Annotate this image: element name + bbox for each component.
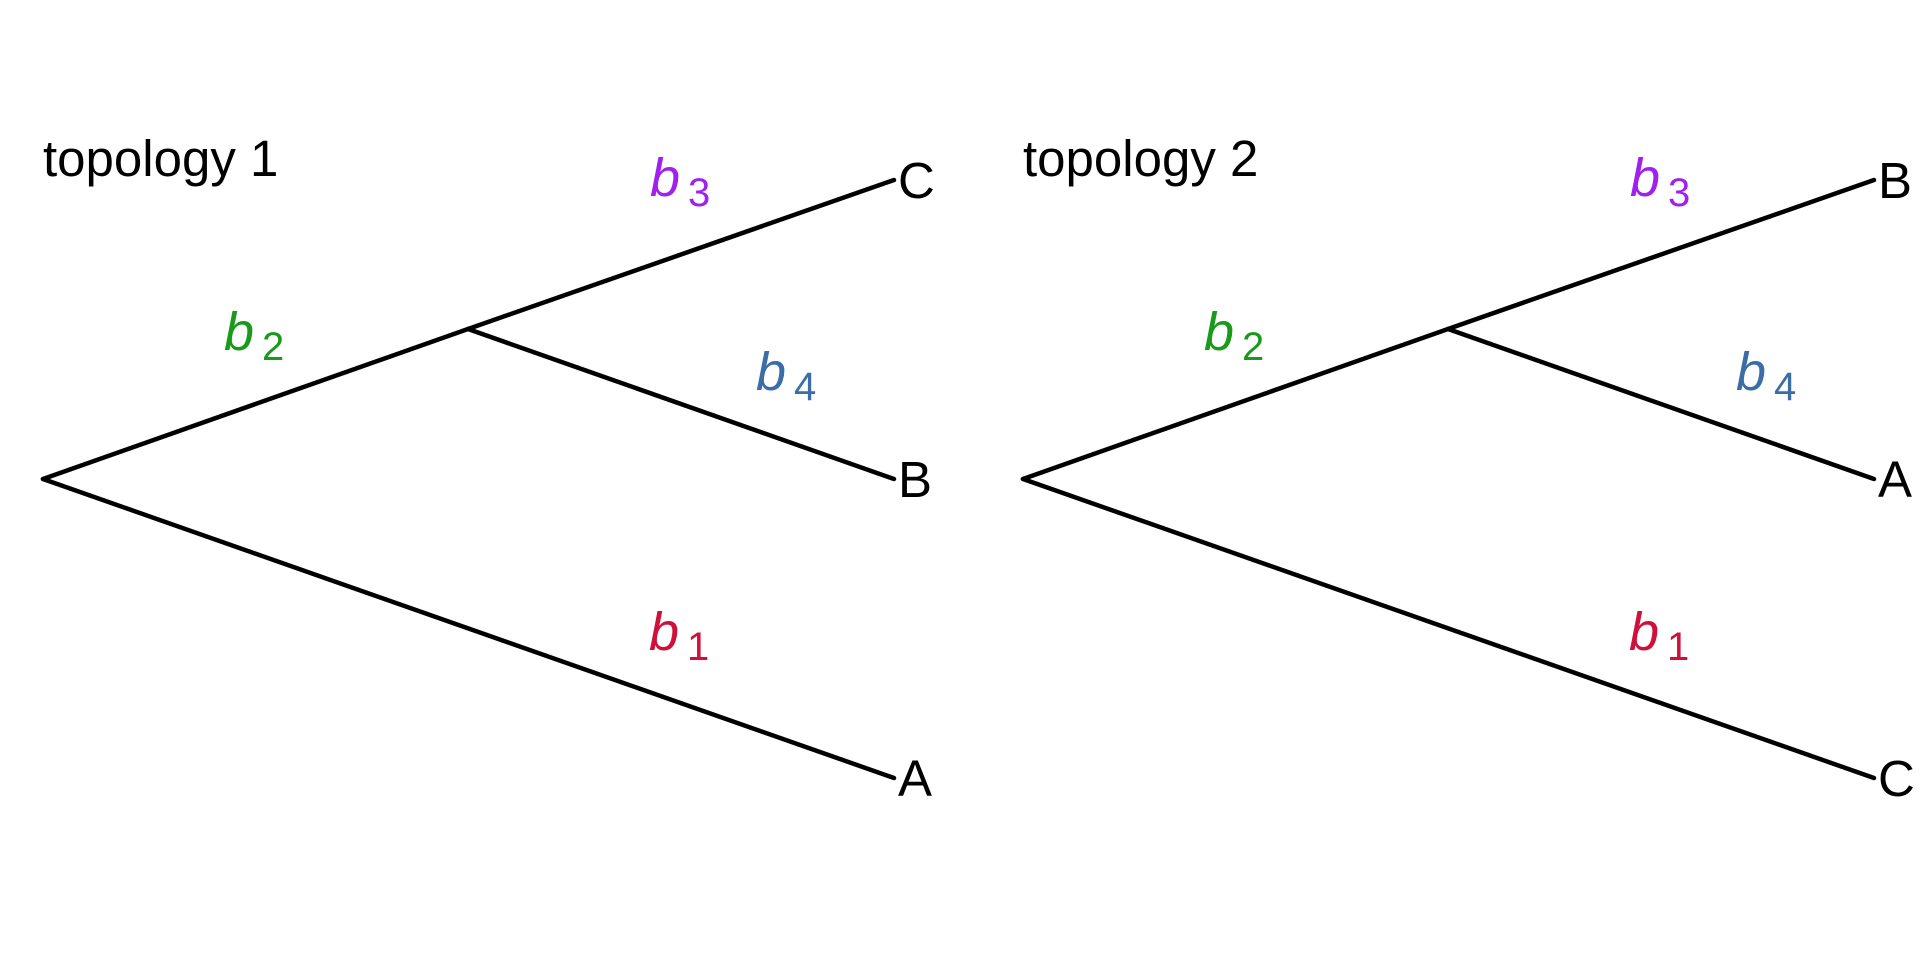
- edge-b2: [40, 326, 471, 482]
- edge-b3: [465, 177, 897, 332]
- branch-letter: b: [1736, 342, 1766, 402]
- branch-letter: b: [1204, 302, 1234, 362]
- branch-subscript: 1: [1667, 625, 1689, 669]
- tip-label-middle: A: [1878, 451, 1912, 508]
- branch-subscript: 4: [1774, 365, 1796, 409]
- branch-letter: b: [650, 148, 680, 208]
- tip-label-bottom: A: [898, 750, 932, 807]
- branch-subscript: 2: [1242, 325, 1264, 369]
- edge-b3: [1445, 177, 1877, 332]
- branch-subscript: 1: [687, 625, 709, 669]
- tip-label-top: C: [898, 152, 935, 209]
- branch-subscript: 4: [794, 365, 816, 409]
- branch-letter: b: [649, 602, 679, 662]
- topology-title: topology 1: [43, 130, 278, 187]
- branch-letter: b: [1629, 602, 1659, 662]
- branch-letter: b: [1630, 148, 1660, 208]
- topology-title: topology 2: [1023, 130, 1258, 187]
- tip-label-top: B: [1878, 152, 1912, 209]
- branch-subscript: 3: [688, 171, 710, 215]
- tip-label-middle: B: [898, 451, 932, 508]
- edge-b4: [465, 326, 897, 482]
- branch-letter: b: [224, 302, 254, 362]
- edge-b1: [40, 476, 897, 781]
- tip-label-bottom: C: [1878, 750, 1915, 807]
- branch-subscript: 2: [262, 325, 284, 369]
- branch-letter: b: [756, 342, 786, 402]
- edge-b2: [1020, 326, 1451, 482]
- branch-subscript: 3: [1668, 171, 1690, 215]
- edge-b1: [1020, 476, 1877, 781]
- edge-b4: [1445, 326, 1877, 482]
